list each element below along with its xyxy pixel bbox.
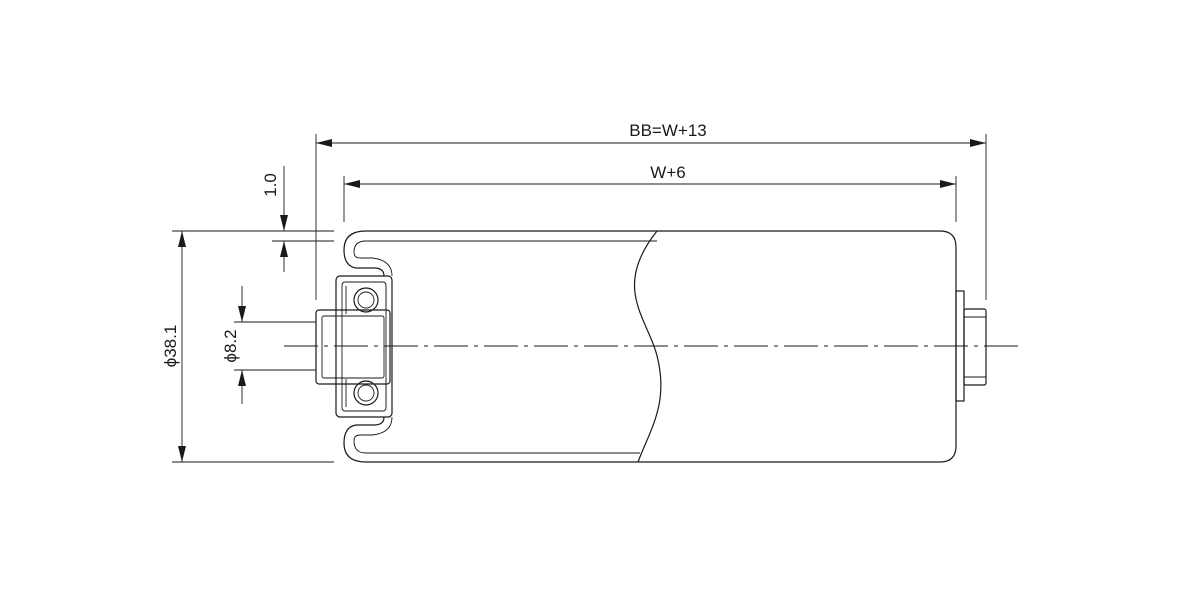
shaft-bore [315,309,391,385]
roller-tube [366,230,957,463]
dimension-overall-length: BB=W+13 [316,121,986,147]
overall-length-label: BB=W+13 [629,121,707,140]
dimension-tube-diameter: ϕ38.1 [161,231,186,462]
wall-thickness-label: 1.0 [261,173,280,197]
tube-length-label: W+6 [650,163,685,182]
bearing-ball-bottom [353,380,379,406]
bearing-ball-top [353,287,379,313]
dimension-wall-thickness: 1.0 [261,166,288,272]
dimension-shaft-diameter: ϕ8.2 [221,286,246,404]
break-line [634,230,662,463]
tube-diameter-label: ϕ38.1 [161,325,180,368]
extension-lines [172,134,987,463]
shaft-diameter-label: ϕ8.2 [221,329,240,362]
dimension-tube-length: W+6 [344,163,956,188]
tube-left-curl [343,230,393,463]
